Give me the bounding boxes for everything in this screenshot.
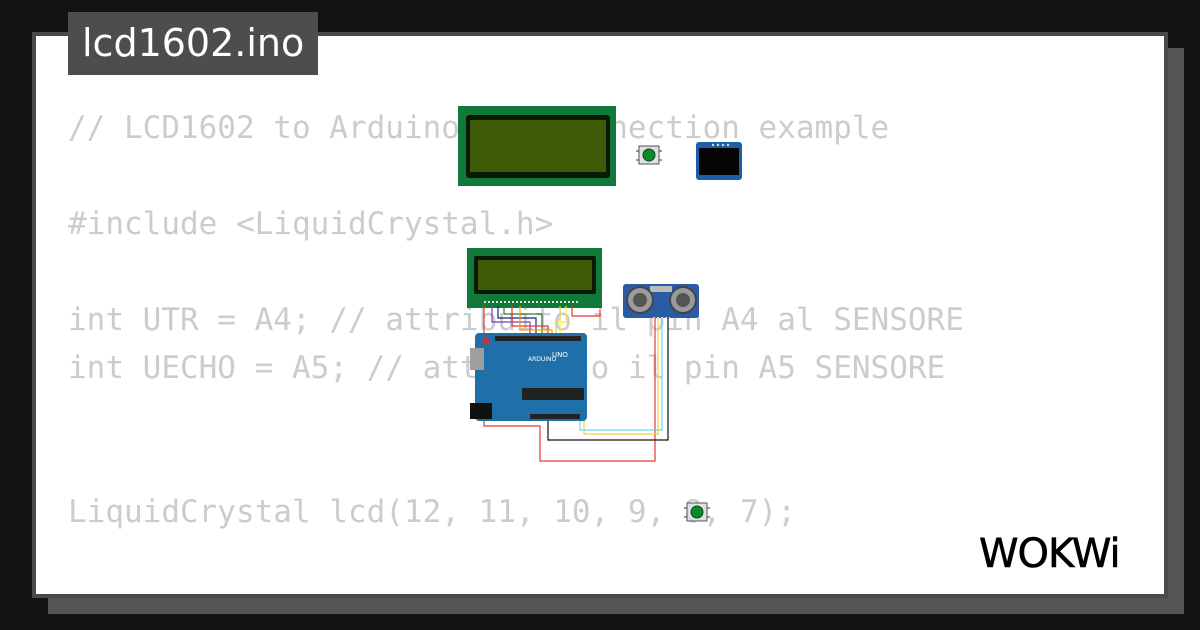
- code-line: #include <LiquidCrystal.h>: [68, 206, 554, 242]
- board-model-label: UNO: [552, 351, 568, 359]
- code-line: LiquidCrystal lcd(12, 11, 10, 9, 8, 7);: [68, 494, 796, 530]
- lcd1602-display-main[interactable]: [467, 248, 602, 308]
- wires: [483, 306, 669, 462]
- project-filename: lcd1602.ino: [68, 12, 319, 75]
- board-brand-label: ARDUINO: [528, 356, 557, 363]
- lcd1602-display-top[interactable]: [458, 106, 616, 186]
- oled-display[interactable]: [696, 142, 742, 180]
- code-line: void setup() {: [68, 584, 964, 594]
- code-line: int UTR = A4; // attribuito il pin A4 al…: [68, 302, 964, 338]
- pushbutton-top[interactable]: [636, 145, 662, 165]
- wokwi-logo: WOKWi: [979, 531, 1121, 578]
- arduino-uno-board[interactable]: ARDUINO UNO: [470, 333, 587, 421]
- wokwi-logo-text: WOKWi: [979, 531, 1120, 577]
- ultrasonic-sensor[interactable]: [623, 284, 699, 319]
- pushbutton-bottom[interactable]: [684, 502, 710, 522]
